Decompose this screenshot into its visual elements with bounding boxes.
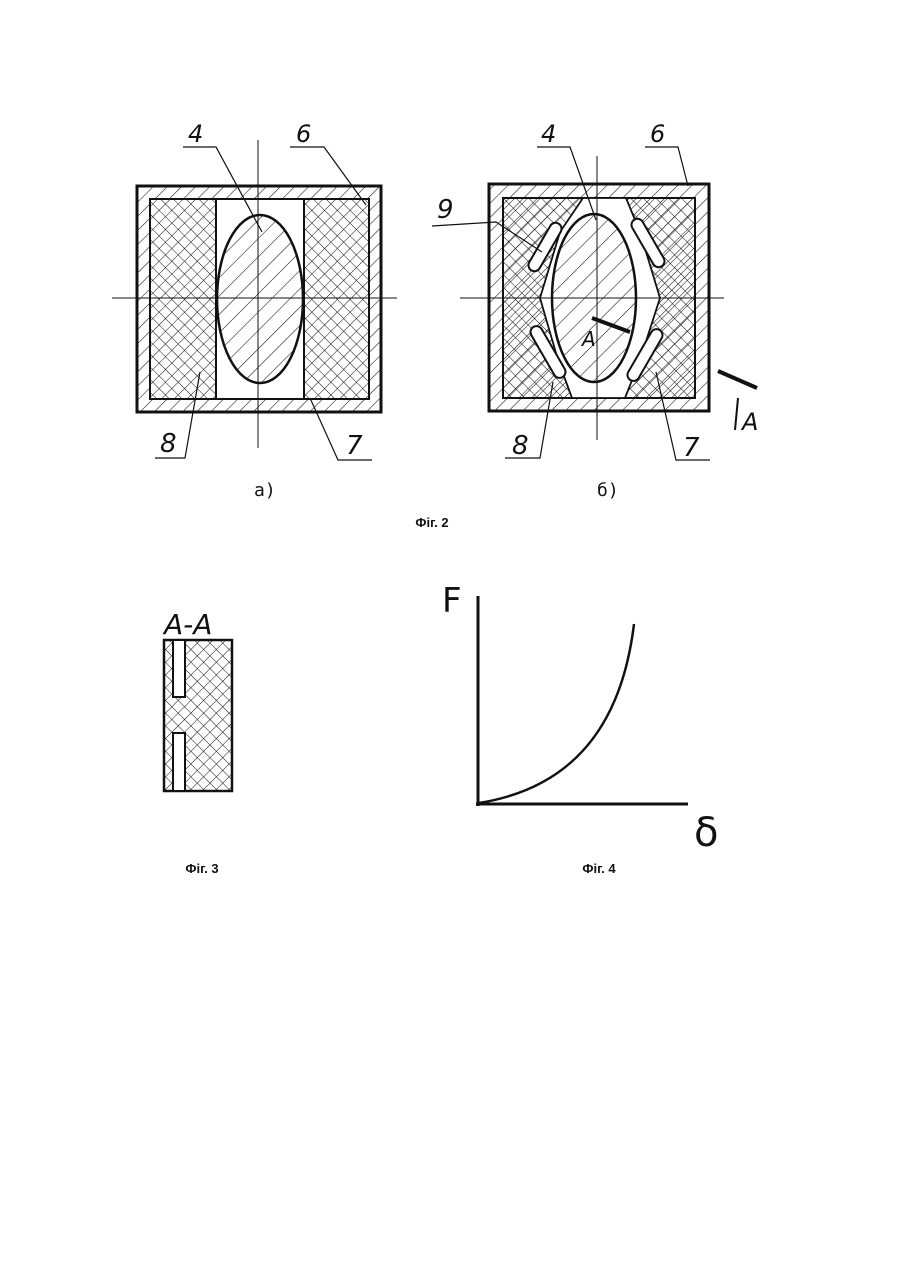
fig2b-section-a-label: A <box>580 327 596 351</box>
fig4-caption: Фіг. 4 <box>582 861 616 876</box>
fig2a-left-block <box>150 199 216 399</box>
fig3-section-diagram: A-A <box>162 608 232 791</box>
fig2b-label-6: 6 <box>650 120 665 148</box>
fig4-force-curve <box>479 624 634 803</box>
fig3-section-title: A-A <box>162 608 212 641</box>
fig2a-label-8: 8 <box>160 429 177 459</box>
fig2a-label-6: 6 <box>296 120 311 148</box>
fig2a-label-4: 4 <box>188 120 203 148</box>
fig2b-section-a2-label: A <box>740 408 758 436</box>
fig2b-label-7: 7 <box>683 433 700 463</box>
fig2b-label-9: 9 <box>437 195 454 225</box>
fig2b-label-8: 8 <box>512 431 529 461</box>
fig2a-core-ellipse <box>217 215 303 383</box>
fig2b-label-4: 4 <box>541 120 556 148</box>
fig2a-label-7: 7 <box>346 431 363 461</box>
fig4-y-axis-label: F <box>442 581 462 621</box>
fig4-x-axis-label: δ <box>694 810 718 856</box>
fig4-curve-diagram: F δ <box>442 581 718 856</box>
fig2b-diagram: 4 6 9 A A 8 7 б) <box>432 120 758 501</box>
fig2a-diagram: 4 6 8 7 а) <box>112 120 397 501</box>
fig2a-right-block <box>304 199 369 399</box>
fig2b-sublabel: б) <box>597 480 619 501</box>
fig3-slot-lower <box>173 733 185 791</box>
fig3-slot-upper <box>173 640 185 697</box>
fig2a-sublabel: а) <box>254 480 276 501</box>
fig3-caption: Фіг. 3 <box>185 861 218 876</box>
fig2-caption: Фіг. 2 <box>415 515 448 530</box>
